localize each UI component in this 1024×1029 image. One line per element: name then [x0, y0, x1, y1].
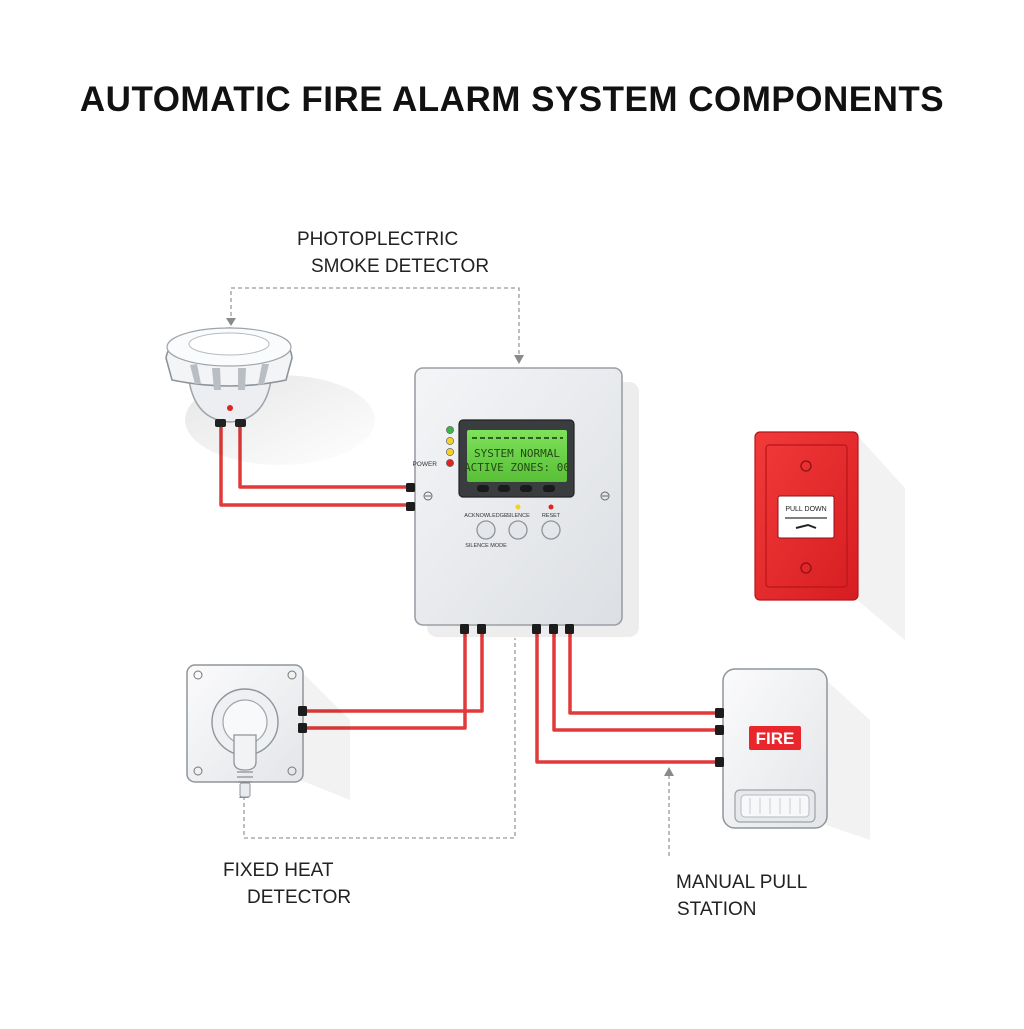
reset-label: RESET [542, 513, 561, 519]
led-red [446, 459, 454, 467]
pull-station-label-line-2: STATION [677, 899, 757, 920]
fire-label: FIRE [756, 729, 795, 748]
led-yellow-1 [446, 437, 454, 445]
power-led-label: POWER [412, 461, 437, 468]
lcd-line-2: ACTIVE ZONES: 00 [464, 461, 570, 474]
acknowledge-label: ACKNOWLEDGE [464, 513, 508, 519]
lcd-line-1: SYSTEM NORMAL [474, 447, 560, 460]
control-panel-icon: SYSTEM NORMAL ACTIVE ZONES: 00 POWER ACK… [406, 367, 639, 637]
heat-detector-label-line-2: DETECTOR [247, 887, 352, 908]
heat-detector-icon [186, 664, 350, 800]
pull-handle[interactable] [777, 495, 835, 539]
smoke-detector-label: PHOTOPLECTRIC SMOKE DETECTOR [297, 226, 489, 280]
smoke-detector-label-line-2: SMOKE DETECTOR [311, 256, 490, 277]
pull-station-label: MANUAL PULL STATION [676, 869, 807, 923]
reset-button[interactable] [541, 520, 561, 540]
heat-detector-label-line-1: FIXED HEAT [223, 860, 334, 881]
power-led-green [446, 426, 454, 434]
wires [219, 423, 719, 764]
guide-lines [230, 287, 670, 856]
smoke-detector-icon [165, 327, 375, 465]
silence-label: SILENCE [506, 513, 530, 519]
silence-mode-label: SILENCE MODE [465, 543, 507, 549]
pull-station-icon: PULL DOWN [754, 431, 905, 640]
silence-button[interactable] [508, 520, 528, 540]
smoke-detector-label-line-1: PHOTOPLECTRIC [297, 229, 459, 250]
heat-detector-label: FIXED HEAT DETECTOR [223, 857, 351, 911]
acknowledge-button[interactable] [476, 520, 496, 540]
horn-strobe-icon: FIRE [715, 668, 870, 840]
led-yellow-2 [446, 448, 454, 456]
pull-station-label-line-1: MANUAL PULL [676, 872, 808, 893]
pull-down-label: PULL DOWN [785, 506, 826, 513]
diagram-title: AUTOMATIC FIRE ALARM SYSTEM COMPONENTS [79, 80, 945, 119]
